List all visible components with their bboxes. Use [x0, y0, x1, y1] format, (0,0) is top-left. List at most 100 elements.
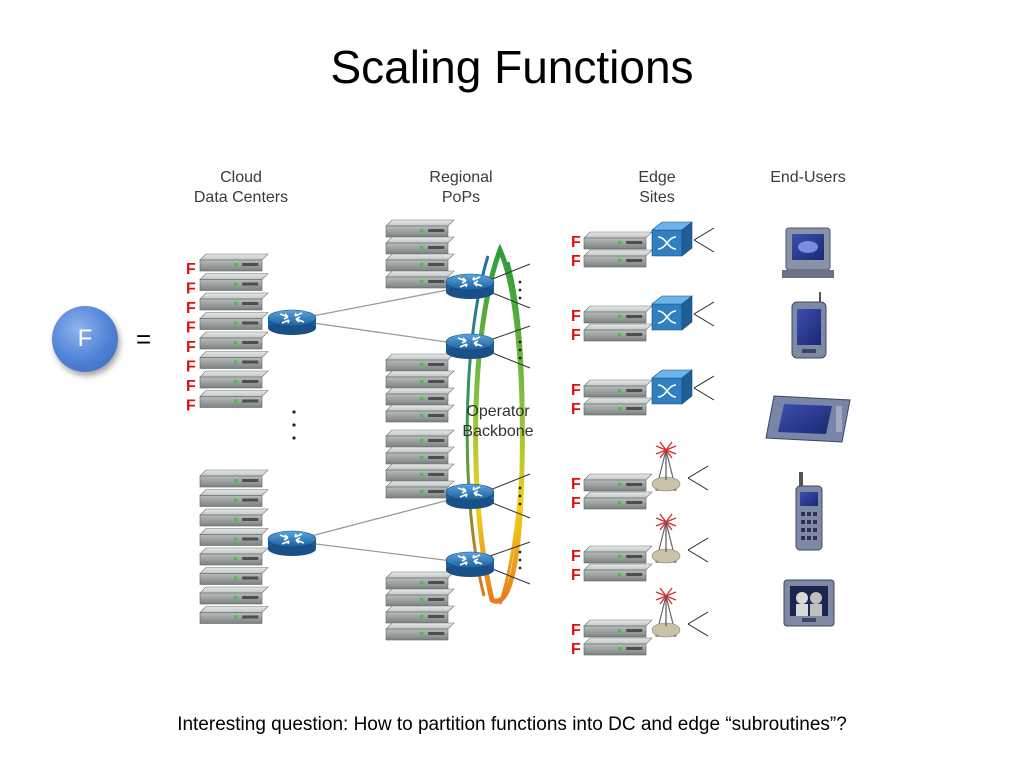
slide-caption: Interesting question: How to partition f…	[177, 714, 847, 735]
server-icon	[385, 429, 455, 448]
router-icon	[445, 333, 495, 359]
server-icon	[199, 312, 269, 330]
router-icon	[445, 273, 495, 299]
server-icon	[199, 390, 269, 408]
routers	[267, 273, 495, 577]
function-marker: F	[571, 253, 581, 270]
server-icon	[385, 219, 455, 238]
function-marker: F	[186, 261, 196, 278]
slide-title: Scaling Functions	[330, 41, 694, 93]
backhaul-links	[291, 285, 469, 564]
server-icon	[199, 567, 269, 585]
server-icon	[385, 480, 455, 499]
server-icon	[199, 292, 269, 311]
server-icon	[385, 370, 455, 389]
tablet-icon	[765, 395, 851, 443]
server-icon	[583, 397, 653, 416]
function-marker: F	[571, 567, 581, 584]
antenna-tower-icon	[651, 441, 681, 492]
video-phone-icon	[783, 579, 835, 627]
switch-icon	[651, 221, 693, 257]
server-icon	[199, 331, 269, 350]
server-icon	[385, 404, 455, 423]
server-icon	[199, 508, 269, 527]
server-icon	[385, 236, 455, 255]
router-icon	[445, 551, 495, 577]
server-icon	[385, 270, 455, 289]
cloud-dc-rack-lower	[199, 469, 269, 624]
function-marker: F	[186, 339, 196, 356]
router-icon	[267, 309, 317, 335]
function-marker: F	[186, 300, 196, 317]
server-icon	[199, 370, 269, 389]
function-badge: F	[52, 306, 118, 372]
cellphone-icon	[795, 472, 823, 551]
pop-uplinks	[489, 263, 531, 585]
antenna-tower-icon	[651, 513, 681, 564]
server-icon	[385, 605, 455, 624]
server-icon	[583, 231, 653, 250]
computer-terminal-icon	[782, 227, 834, 278]
router-icon	[267, 530, 317, 556]
regional-pop-servers	[385, 219, 455, 641]
server-icon	[385, 571, 455, 590]
function-marker: F	[186, 320, 196, 337]
function-marker: F	[571, 382, 581, 399]
antenna-tower-icon	[651, 587, 681, 638]
server-icon	[385, 588, 455, 607]
server-icon	[385, 463, 455, 482]
server-icon	[385, 353, 455, 372]
server-icon	[199, 351, 269, 369]
equals-sign: =	[136, 324, 152, 354]
cloud-dc-rack-upper	[199, 253, 269, 408]
function-marker: F	[571, 401, 581, 418]
function-marker: F	[571, 641, 581, 658]
server-icon	[583, 491, 653, 510]
wireless-links	[687, 611, 709, 637]
function-marker: F	[186, 378, 196, 395]
wireless-links	[693, 301, 715, 327]
function-marker: F	[571, 548, 581, 565]
server-icon	[385, 622, 455, 641]
server-icon	[583, 379, 653, 398]
server-icon	[199, 273, 269, 291]
server-icon	[199, 253, 269, 272]
server-icon	[385, 253, 455, 272]
wireless-links	[687, 465, 709, 491]
ellipsis-dots	[292, 280, 522, 570]
server-icon	[583, 637, 653, 656]
server-icon	[199, 528, 269, 546]
function-marker: F	[571, 476, 581, 493]
function-marker: F	[571, 234, 581, 251]
pda-icon	[791, 292, 827, 359]
function-marker: F	[571, 622, 581, 639]
function-marker: F	[571, 327, 581, 344]
wireless-links	[693, 227, 715, 253]
server-icon	[583, 563, 653, 582]
switch-icon	[651, 369, 693, 405]
server-icon	[583, 249, 653, 268]
label-cloud-data-centers: Cloud Data Centers	[193, 169, 289, 206]
switch-icon	[651, 295, 693, 331]
label-edge-sites: Edge Sites	[638, 169, 676, 206]
server-icon	[583, 545, 653, 564]
wireless-links	[693, 375, 715, 401]
server-icon	[199, 547, 269, 566]
server-icon	[583, 619, 653, 638]
wireless-links	[687, 537, 709, 563]
function-marker: F	[186, 398, 196, 415]
router-icon	[445, 483, 495, 509]
edge-access-devices	[651, 221, 715, 638]
server-icon	[583, 473, 653, 492]
function-marker: F	[186, 359, 196, 376]
server-icon	[199, 606, 269, 624]
server-icon	[385, 446, 455, 465]
function-marker: F	[571, 495, 581, 512]
server-icon	[199, 489, 269, 507]
function-marker: F	[571, 308, 581, 325]
server-icon	[199, 586, 269, 605]
label-end-users: End-Users	[770, 169, 846, 186]
edge-site-servers	[583, 231, 653, 656]
